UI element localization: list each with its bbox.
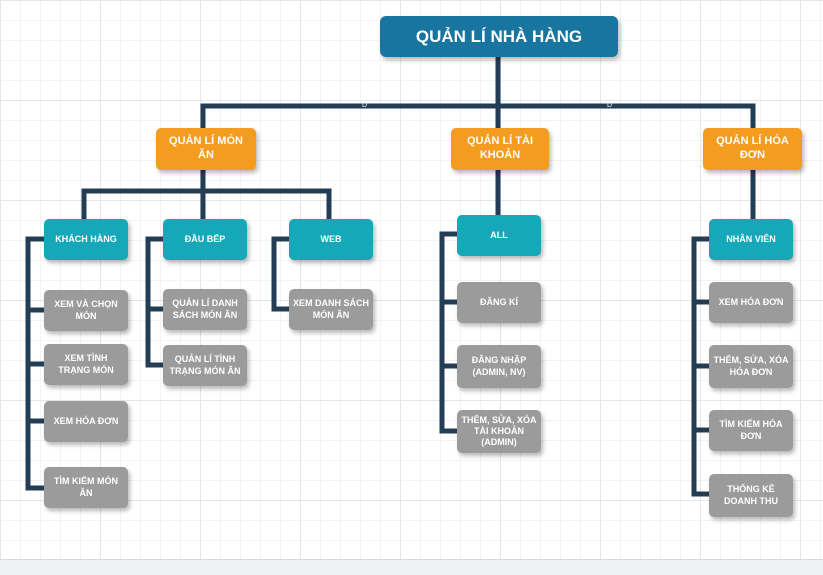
junction-mark-right: D	[607, 102, 613, 109]
item-dang-nhap: ĐĂNG NHẬP (ADMIN, NV)	[457, 345, 541, 388]
group-all: ALL	[457, 215, 541, 256]
item-xem-va-chon-mon: XEM VÀ CHỌN MÓN	[44, 290, 128, 331]
item-xem-tinh-trang-mon: XEM TÌNH TRẠNG MÓN	[44, 344, 128, 385]
item-quan-li-danh-sach-mon-an: QUẢN LÍ DANH SÁCH MÓN ĂN	[163, 289, 247, 330]
status-bar	[0, 559, 823, 575]
item-xem-hoa-don-khach: XEM HÓA ĐƠN	[44, 401, 128, 442]
item-quan-li-tinh-trang-mon-an: QUẢN LÍ TÌNH TRẠNG MÓN ĂN	[163, 345, 247, 386]
item-thong-ke-doanh-thu: THỐNG KÊ DOANH THU	[709, 474, 793, 517]
item-them-sua-xoa-hoa-don: THÊM, SỬA, XÓA HÓA ĐƠN	[709, 345, 793, 388]
item-tim-kiem-hoa-don: TÌM KIẾM HÓA ĐƠN	[709, 410, 793, 451]
branch-quan-li-mon-an: QUẢN LÍ MÓN ĂN	[156, 128, 256, 170]
group-dau-bep: ĐẦU BẾP	[163, 219, 247, 260]
branch-quan-li-hoa-don: QUẢN LÍ HÓA ĐƠN	[703, 128, 802, 170]
item-xem-danh-sach-mon-an: XEM DANH SÁCH MÓN ĂN	[289, 289, 373, 330]
group-khach-hang: KHÁCH HÀNG	[44, 219, 128, 260]
root-node: QUẢN LÍ NHÀ HÀNG	[380, 16, 618, 57]
junction-mark-left: D	[362, 102, 368, 109]
item-dang-ki: ĐĂNG KÍ	[457, 282, 541, 323]
group-nhan-vien: NHÂN VIÊN	[709, 219, 793, 260]
item-xem-hoa-don: XEM HÓA ĐƠN	[709, 282, 793, 323]
item-them-sua-xoa-tai-khoan: THÊM, SỬA, XÓA TÀI KHOẢN (ADMIN)	[457, 410, 541, 453]
item-tim-kiem-mon-an: TÌM KIẾM MÓN ĂN	[44, 467, 128, 508]
branch-quan-li-tai-khoan: QUẢN LÍ TÀI KHOẢN	[451, 128, 549, 170]
group-web: WEB	[289, 219, 373, 260]
